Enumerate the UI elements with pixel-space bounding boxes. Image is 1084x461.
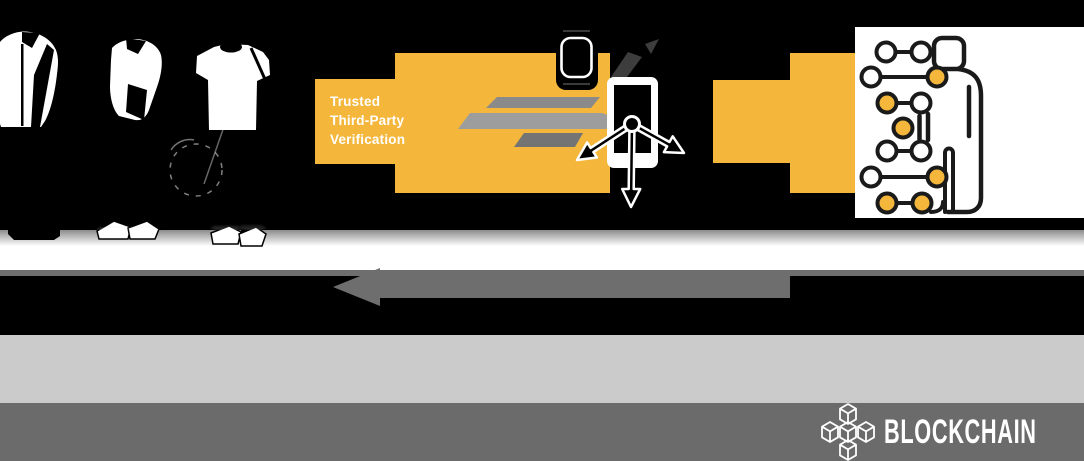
light-gray-band — [0, 335, 1084, 403]
trusted-box-label: Trusted Third-Party Verification — [330, 92, 440, 149]
identity-card — [855, 27, 1084, 218]
trusted-line-2: Third-Party — [330, 113, 405, 128]
trusted-line-3: Verification — [330, 132, 406, 147]
blockchain-wordmark: BLOCKCHAIN — [884, 413, 1037, 451]
trusted-box — [315, 79, 431, 164]
transfer-block — [790, 53, 855, 193]
transfer-block-bar — [713, 80, 793, 163]
footer-band — [0, 403, 1084, 461]
trusted-line-1: Trusted — [330, 94, 381, 109]
black-band — [0, 276, 1084, 335]
panel-shadow — [0, 230, 1084, 246]
